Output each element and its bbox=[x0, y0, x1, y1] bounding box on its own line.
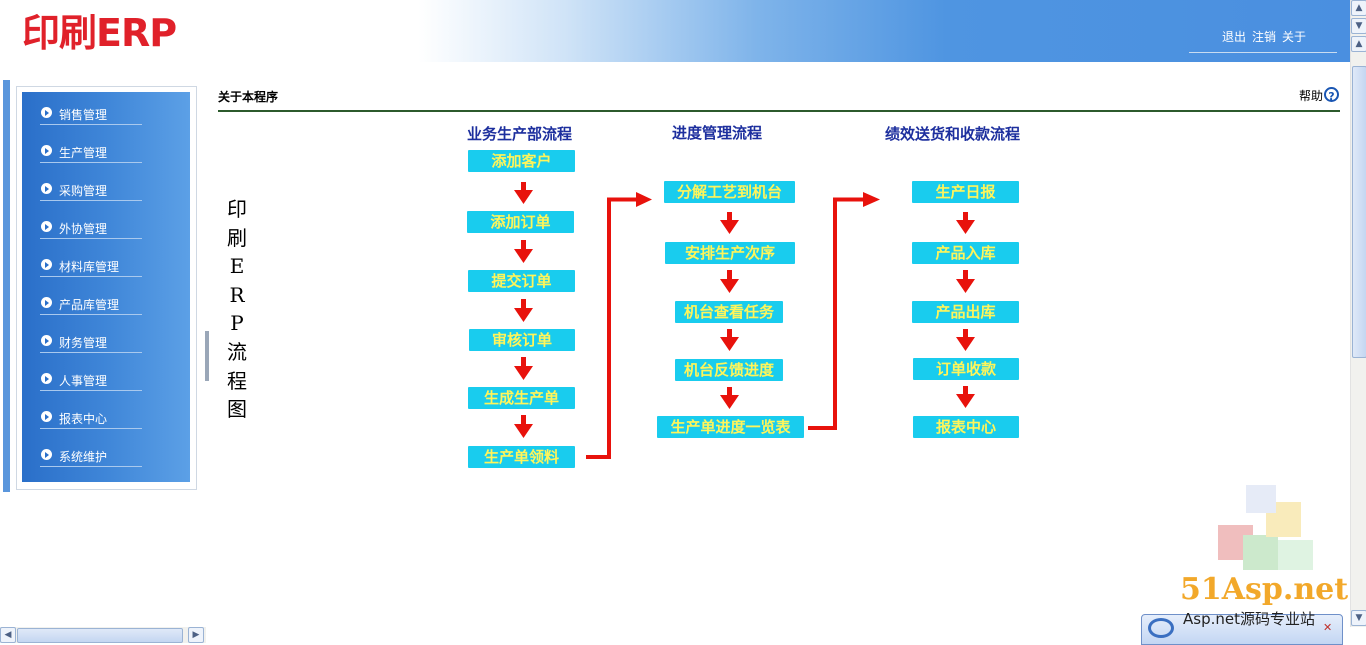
sidebar-item-sales[interactable]: 销售管理 bbox=[40, 102, 142, 125]
horizontal-scrollbar[interactable]: ◀ ▶ bbox=[0, 627, 206, 643]
sidebar-item-hr[interactable]: 人事管理 bbox=[40, 368, 142, 391]
step-add-order[interactable]: 添加订单 bbox=[467, 211, 574, 233]
watermark-tagline: Asp.net源码专业站 bbox=[1183, 610, 1315, 628]
vertical-scrollbar[interactable]: ▲ ▼ ▲ ▼ bbox=[1350, 0, 1366, 627]
sidebar-item-finance[interactable]: 财务管理 bbox=[40, 330, 142, 353]
down-arrow-icon bbox=[720, 270, 739, 293]
sidebar-edge bbox=[3, 80, 10, 492]
top-links: 退出注销关于 bbox=[1222, 28, 1312, 45]
step-machine-report-progress[interactable]: 机台反馈进度 bbox=[675, 359, 783, 381]
right-arrow-icon bbox=[863, 192, 880, 207]
header-banner bbox=[0, 0, 1350, 62]
down-arrow-icon bbox=[514, 415, 533, 438]
arrow-bullet-icon bbox=[41, 449, 52, 460]
arrow-bullet-icon bbox=[41, 145, 52, 156]
app-logo: 印刷ERP bbox=[22, 11, 177, 55]
step-add-customer[interactable]: 添加客户 bbox=[468, 150, 575, 172]
sidebar-item-production[interactable]: 生产管理 bbox=[40, 140, 142, 163]
title-divider bbox=[218, 110, 1340, 112]
scroll-up-icon[interactable]: ▲ bbox=[1351, 36, 1366, 52]
scroll-right-icon[interactable]: ▶ bbox=[188, 627, 204, 643]
down-arrow-icon bbox=[956, 270, 975, 293]
connector-col1-col2 bbox=[586, 197, 638, 459]
notification-popup[interactable]: ✕ bbox=[1141, 614, 1343, 645]
right-arrow-icon bbox=[636, 192, 652, 207]
down-arrow-icon bbox=[956, 212, 975, 234]
step-production-daily-report[interactable]: 生产日报 bbox=[912, 181, 1019, 203]
step-production-material-pickup[interactable]: 生产单领料 bbox=[468, 446, 575, 468]
arrow-bullet-icon bbox=[41, 221, 52, 232]
down-arrow-icon bbox=[514, 299, 533, 322]
signout-link[interactable]: 注销 bbox=[1252, 30, 1277, 44]
down-arrow-icon bbox=[514, 240, 533, 263]
sidebar-item-product-stock[interactable]: 产品库管理 bbox=[40, 292, 142, 315]
step-create-production-order[interactable]: 生成生产单 bbox=[468, 387, 575, 409]
help-icon[interactable]: ? bbox=[1324, 87, 1339, 103]
step-schedule-production[interactable]: 安排生产次序 bbox=[665, 242, 795, 264]
step-submit-order[interactable]: 提交订单 bbox=[468, 270, 575, 292]
step-machine-view-tasks[interactable]: 机台查看任务 bbox=[675, 301, 783, 323]
step-review-order[interactable]: 审核订单 bbox=[469, 329, 575, 351]
arrow-bullet-icon bbox=[41, 297, 52, 308]
sidebar-item-system[interactable]: 系统维护 bbox=[40, 444, 142, 467]
help-link[interactable]: 帮助 bbox=[1299, 89, 1324, 103]
watermark-brand: 51Asp.net bbox=[1180, 572, 1349, 607]
scroll-up-icon[interactable]: ▲ bbox=[1351, 0, 1366, 16]
down-arrow-icon bbox=[514, 357, 533, 380]
sidebar-splitter-handle[interactable] bbox=[205, 331, 209, 381]
about-link[interactable]: 关于 bbox=[1282, 30, 1307, 44]
page-title: 关于本程序 bbox=[218, 90, 279, 104]
down-arrow-icon bbox=[720, 387, 739, 409]
arrow-bullet-icon bbox=[41, 183, 52, 194]
step-product-outbound[interactable]: 产品出库 bbox=[912, 301, 1019, 323]
vertical-scroll-thumb[interactable] bbox=[1352, 66, 1366, 358]
flow-title-progress: 进度管理流程 bbox=[672, 124, 763, 142]
arrow-bullet-icon bbox=[41, 373, 52, 384]
top-links-underline bbox=[1189, 52, 1337, 53]
down-arrow-icon bbox=[720, 329, 739, 351]
step-product-inbound[interactable]: 产品入库 bbox=[912, 242, 1019, 264]
cubes-watermark-icon bbox=[1218, 485, 1313, 570]
arrow-bullet-icon bbox=[41, 335, 52, 346]
scroll-down-icon[interactable]: ▼ bbox=[1351, 610, 1366, 626]
down-arrow-icon bbox=[720, 212, 739, 234]
sidebar-item-outsourcing[interactable]: 外协管理 bbox=[40, 216, 142, 239]
arrow-bullet-icon bbox=[41, 107, 52, 118]
flow-title-business: 业务生产部流程 bbox=[467, 125, 573, 143]
scroll-down-icon[interactable]: ▼ bbox=[1351, 18, 1366, 34]
sidebar-menu: 销售管理 生产管理 采购管理 外协管理 材料库管理 产品库管理 财务管理 人事管… bbox=[22, 92, 190, 482]
sidebar-item-material-stock[interactable]: 材料库管理 bbox=[40, 254, 142, 277]
flow-title-delivery-payment: 绩效送货和收款流程 bbox=[885, 125, 1021, 143]
sidebar-item-purchasing[interactable]: 采购管理 bbox=[40, 178, 142, 201]
step-production-progress-overview[interactable]: 生产单进度一览表 bbox=[657, 416, 804, 438]
close-icon[interactable]: ✕ bbox=[1323, 621, 1333, 634]
notification-icon bbox=[1148, 618, 1174, 638]
down-arrow-icon bbox=[956, 329, 975, 351]
step-report-center[interactable]: 报表中心 bbox=[913, 416, 1019, 438]
connector-col2-col3 bbox=[808, 197, 865, 430]
step-order-payment[interactable]: 订单收款 bbox=[913, 358, 1019, 380]
arrow-bullet-icon bbox=[41, 411, 52, 422]
logout-link[interactable]: 退出 bbox=[1222, 30, 1247, 44]
down-arrow-icon bbox=[514, 182, 533, 204]
down-arrow-icon bbox=[956, 386, 975, 408]
vertical-flowchart-title: 印 刷 E R P 流 程 图 bbox=[227, 197, 247, 422]
sidebar-item-reports[interactable]: 报表中心 bbox=[40, 406, 142, 429]
step-assign-process-to-machine[interactable]: 分解工艺到机台 bbox=[664, 181, 795, 203]
arrow-bullet-icon bbox=[41, 259, 52, 270]
